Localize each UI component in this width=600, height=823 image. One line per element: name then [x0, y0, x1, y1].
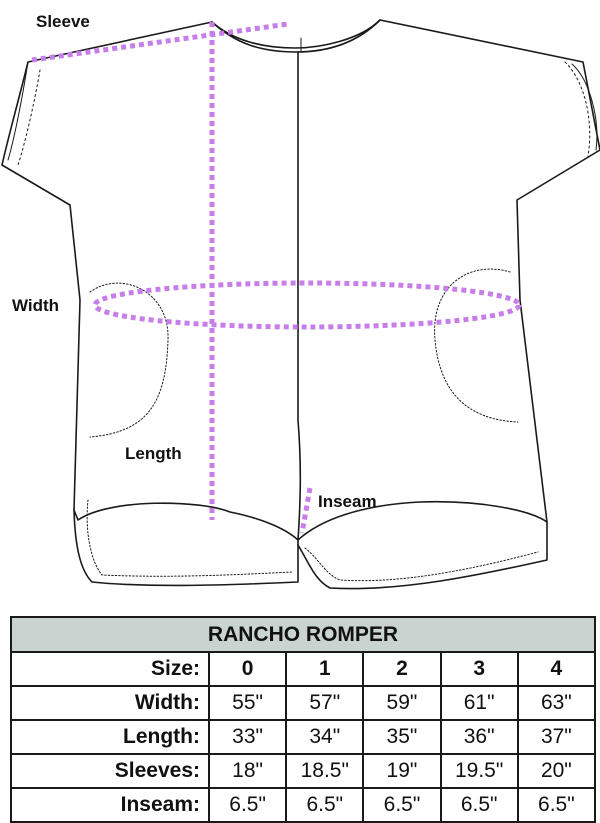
- table-cell: 19.5": [439, 753, 519, 789]
- size-header-cell: 2: [362, 651, 442, 687]
- sleeve-label: Sleeve: [36, 12, 90, 31]
- table-cell: 6.5": [439, 787, 519, 823]
- table-cell: 59": [362, 685, 442, 721]
- table-title: RANCHO ROMPER: [10, 616, 596, 653]
- sleeve-measure-line: [31, 21, 289, 63]
- table-row: Sleeves: 18" 18.5" 19" 19.5" 20": [10, 753, 597, 789]
- table-row: Width: 55" 57" 59" 61" 63": [10, 685, 597, 721]
- size-header-cell: 3: [439, 651, 519, 687]
- table-title-row: RANCHO ROMPER: [10, 616, 596, 653]
- left-pocket: [89, 282, 169, 438]
- row-label: Length:: [10, 719, 210, 755]
- left-sleeve-stitch: [17, 69, 41, 166]
- table-cell: 37": [516, 719, 597, 755]
- width-measure-ellipse: [92, 280, 522, 330]
- table-cell: 6.5": [207, 787, 288, 823]
- right-sleeve-edge: [571, 63, 598, 151]
- table-row: Length: 33" 34" 35" 36" 37": [10, 719, 597, 755]
- size-row-label: Size:: [10, 651, 210, 687]
- collar: [211, 19, 381, 53]
- size-header-row: Size: 0 1 2 3 4: [10, 651, 597, 687]
- size-header-cell: 4: [516, 651, 597, 687]
- table-cell: 61": [439, 685, 519, 721]
- right-pocket: [434, 268, 519, 423]
- front-seam: [297, 51, 302, 541]
- table-row: Inseam: 6.5" 6.5" 6.5" 6.5" 6.5": [10, 787, 597, 823]
- romper-diagram: [1, 19, 600, 590]
- size-chart-table: RANCHO ROMPER Size: 0 1 2 3 4 Width: 55"…: [10, 616, 597, 823]
- table-cell: 36": [439, 719, 519, 755]
- length-label: Length: [125, 444, 182, 463]
- left-sleeve-edge: [7, 61, 29, 161]
- inseam-measure-line: [299, 487, 313, 534]
- table-cell: 57": [285, 685, 365, 721]
- row-label: Inseam:: [10, 787, 210, 823]
- size-header-cell: 0: [207, 651, 288, 687]
- left-leg-hem: [73, 509, 299, 587]
- table-cell: 33": [207, 719, 288, 755]
- romper-outline: [1, 19, 600, 541]
- table-cell: 19": [362, 753, 442, 789]
- table-cell: 63": [516, 685, 597, 721]
- row-label: Width:: [10, 685, 210, 721]
- right-sleeve-stitch: [564, 61, 591, 157]
- width-label: Width: [12, 296, 60, 315]
- table-cell: 6.5": [516, 787, 597, 823]
- table-cell: 20": [516, 753, 597, 789]
- row-label: Sleeves:: [10, 753, 210, 789]
- right-leg-hem: [297, 521, 548, 590]
- inseam-label: Inseam: [318, 492, 377, 511]
- table-cell: 55": [207, 685, 288, 721]
- table-cell: 6.5": [285, 787, 365, 823]
- table-cell: 34": [285, 719, 365, 755]
- size-header-cell: 1: [285, 651, 365, 687]
- table-cell: 18.5": [285, 753, 365, 789]
- table-cell: 6.5": [362, 787, 442, 823]
- table-cell: 35": [362, 719, 442, 755]
- table-cell: 18": [207, 753, 288, 789]
